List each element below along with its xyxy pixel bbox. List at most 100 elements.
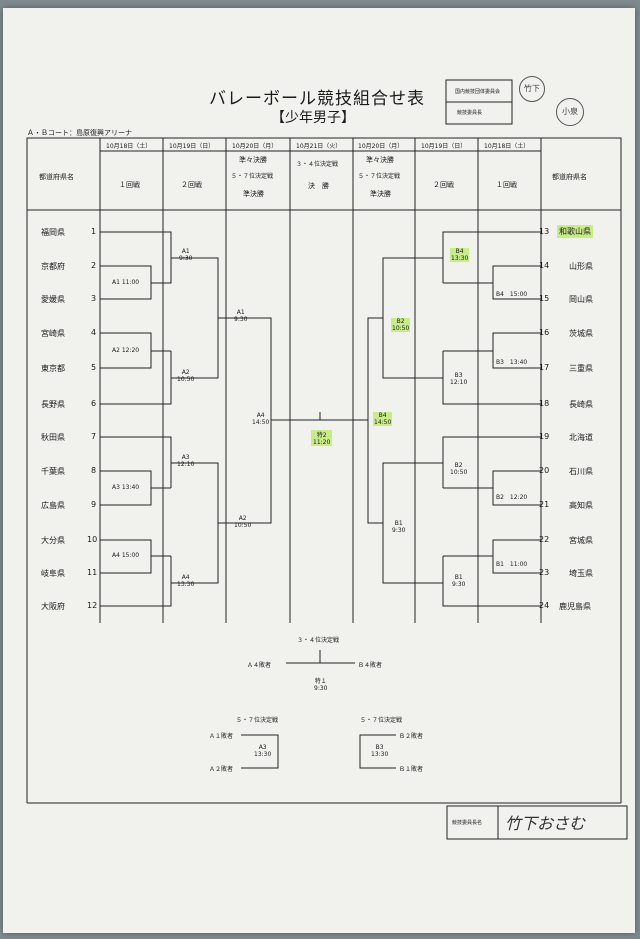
fifth-left-a: Ａ１敗者 bbox=[209, 733, 234, 740]
right-team-no: 22 bbox=[539, 535, 550, 544]
fifth-right-b: Ｂ１敗者 bbox=[399, 766, 424, 773]
header-sf-l3: 準決勝 bbox=[243, 190, 264, 198]
left-team-name: 福岡県 bbox=[41, 228, 65, 237]
header-round-l1: １回戦 bbox=[119, 181, 140, 189]
right-team-no: 16 bbox=[539, 328, 550, 337]
header-sf-r2: ５・７位決定戦 bbox=[358, 173, 401, 180]
right-team-no: 17 bbox=[539, 363, 550, 372]
left-team-name: 長野県 bbox=[41, 400, 65, 409]
right-team-name: 埼玉県 bbox=[569, 569, 593, 578]
venue-label: Ａ・Ｂコート：島原復興アリーナ bbox=[27, 129, 132, 137]
match-label: B2 12:20 bbox=[496, 494, 528, 501]
header-sf-l2: ５・７位決定戦 bbox=[231, 173, 274, 180]
third-place-right: Ｂ４敗者 bbox=[358, 662, 383, 669]
header-final-1: ３・４位決定戦 bbox=[296, 161, 339, 168]
right-team-name: 宮城県 bbox=[569, 536, 593, 545]
right-team-name: 高知県 bbox=[569, 501, 593, 510]
right-team-no: 13 bbox=[539, 227, 550, 236]
left-team-name: 大阪府 bbox=[41, 602, 65, 611]
approval-row1: 国内競技団体委員会 bbox=[455, 89, 501, 95]
left-team-no: 12 bbox=[87, 601, 98, 610]
match-label: B4 15:00 bbox=[496, 291, 528, 298]
right-team-name: 三重県 bbox=[569, 364, 593, 373]
left-team-no: 1 bbox=[91, 227, 97, 236]
left-team-no: 2 bbox=[91, 261, 97, 270]
left-team-name: 京都府 bbox=[41, 262, 65, 271]
fifth-right-title: ５・７位決定戦 bbox=[360, 717, 403, 724]
left-team-name: 千葉県 bbox=[41, 467, 65, 476]
left-team-name: 東京都 bbox=[41, 364, 65, 373]
header-pref-right: 都道府県名 bbox=[552, 173, 587, 181]
right-team-name: 茨城県 bbox=[569, 329, 593, 338]
right-team-no: 15 bbox=[539, 294, 550, 303]
header-date-6: 10月19日（日） bbox=[421, 143, 467, 150]
approval-stamp-2: 小泉 bbox=[556, 98, 584, 126]
right-team-no: 24 bbox=[539, 601, 550, 610]
match-label: A4 15:00 bbox=[112, 552, 140, 559]
header-date-5: 10月20日（月） bbox=[358, 143, 404, 150]
left-team-no: 10 bbox=[87, 535, 98, 544]
header-date-2: 10月19日（日） bbox=[169, 143, 215, 150]
left-team-name: 宮崎県 bbox=[41, 329, 65, 338]
match-label: B1 11:00 bbox=[496, 561, 528, 568]
right-team-name: 山形県 bbox=[569, 262, 593, 271]
header-date-1: 10月18日（土） bbox=[106, 143, 152, 150]
right-team-name: 北海道 bbox=[569, 433, 593, 442]
header-round-r1: １回戦 bbox=[496, 181, 517, 189]
right-team-name: 鹿児島県 bbox=[559, 602, 591, 611]
header-round-r2: ２回戦 bbox=[433, 181, 454, 189]
signature: 竹下おさむ bbox=[505, 814, 586, 833]
third-place-left: Ａ４敗者 bbox=[247, 662, 272, 669]
left-team-name: 岐阜県 bbox=[41, 569, 65, 578]
header-sf-r1: 準々決勝 bbox=[366, 156, 394, 164]
header-sf-l1: 準々決勝 bbox=[239, 156, 267, 164]
left-team-name: 広島県 bbox=[41, 501, 65, 510]
left-team-name: 愛媛県 bbox=[41, 295, 65, 304]
header-date-3: 10月20日（月） bbox=[232, 143, 278, 150]
header-date-4: 10月21日（火） bbox=[296, 143, 342, 150]
left-team-no: 5 bbox=[91, 363, 97, 372]
page-title: バレーボール競技組合せ表 bbox=[209, 89, 425, 109]
third-place-title: ３・４位決定戦 bbox=[297, 637, 340, 644]
right-team-no: 14 bbox=[539, 261, 550, 270]
header-round-l2: ２回戦 bbox=[181, 181, 202, 189]
left-team-no: 6 bbox=[91, 399, 97, 408]
left-team-no: 7 bbox=[91, 432, 97, 441]
right-team-name-highlighted: 和歌山県 bbox=[557, 225, 593, 238]
right-team-no: 20 bbox=[539, 466, 550, 475]
fifth-left-title: ５・７位決定戦 bbox=[236, 717, 279, 724]
left-team-no: 9 bbox=[91, 500, 97, 509]
approval-row2: 競技委員長 bbox=[457, 110, 483, 116]
left-team-no: 4 bbox=[91, 328, 97, 337]
right-team-no: 21 bbox=[539, 500, 550, 509]
match-label: A3 13:40 bbox=[112, 484, 140, 491]
bracket-lines bbox=[26, 79, 628, 840]
header-final-2: 決 勝 bbox=[308, 182, 329, 190]
left-team-no: 11 bbox=[87, 568, 98, 577]
right-team-no: 23 bbox=[539, 568, 550, 577]
approval-stamp-1: 竹下 bbox=[519, 76, 545, 102]
page-subtitle: 【少年男子】 bbox=[271, 110, 355, 126]
footer-label: 競技委員長名 bbox=[452, 820, 483, 826]
fifth-left-b: Ａ２敗者 bbox=[209, 766, 234, 773]
right-team-no: 18 bbox=[539, 399, 550, 408]
header-sf-r3: 準決勝 bbox=[370, 190, 391, 198]
left-team-no: 3 bbox=[91, 294, 97, 303]
